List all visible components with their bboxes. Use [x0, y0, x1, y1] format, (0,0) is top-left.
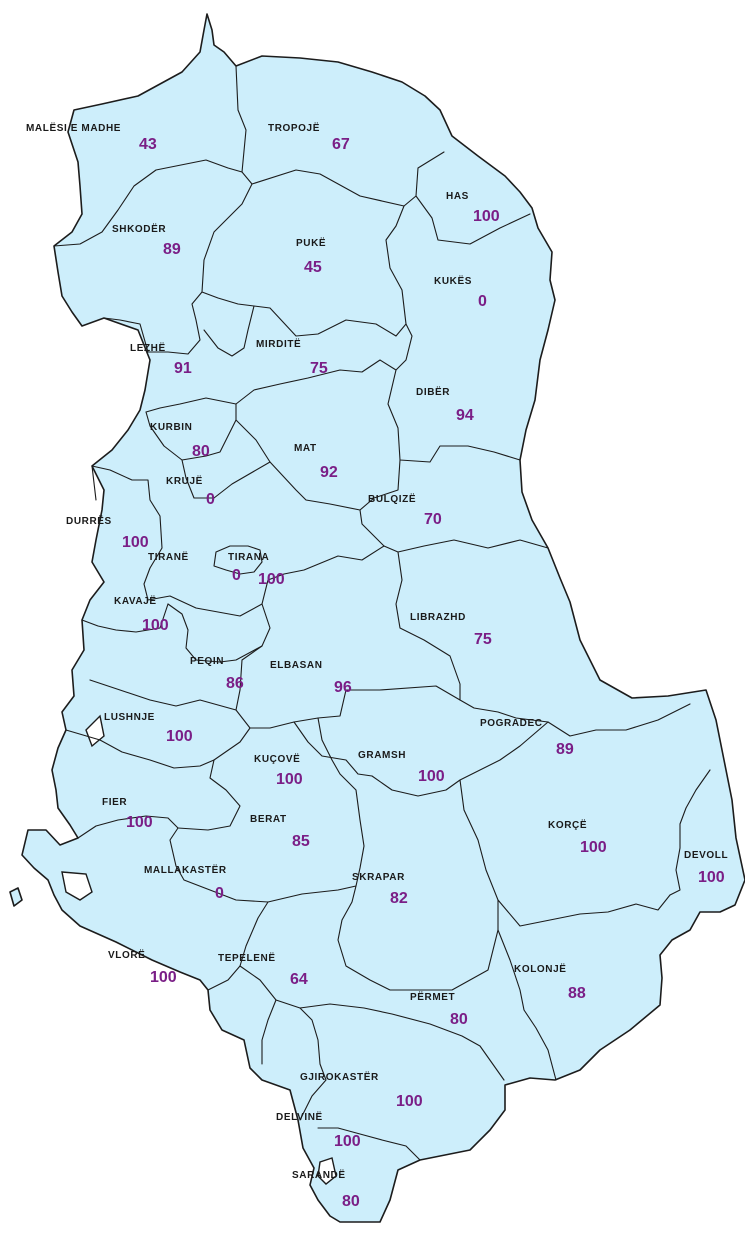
district-value-gjirokaster: 100: [396, 1093, 423, 1110]
district-value-tirane: 100: [258, 571, 285, 588]
district-value-permet: 80: [450, 1011, 468, 1028]
district-name-kruje: KRUJË: [166, 474, 203, 487]
district-value-kolonje: 88: [568, 985, 586, 1002]
district-name-librazhd: LIBRAZHD: [410, 612, 466, 623]
district-name-shkoder: SHKODËR: [112, 222, 166, 235]
district-name-kurbin: KURBIN: [150, 422, 193, 433]
district-name-diber: DIBËR: [416, 385, 450, 398]
district-name-mirdite: MIRDITË: [256, 337, 301, 350]
district-name-puke: PUKË: [296, 236, 326, 249]
district-value-durres: 100: [122, 534, 149, 551]
district-value-librazhd: 75: [474, 631, 492, 648]
sazan-island: [9, 887, 23, 907]
district-value-elbasan: 96: [334, 679, 352, 696]
district-value-puke: 45: [304, 259, 322, 276]
district-name-mallakaster: MALLAKASTËR: [144, 863, 227, 876]
district-borders: [53, 65, 711, 1161]
district-name-korce: KORÇË: [548, 818, 587, 831]
district-value-vlore: 100: [150, 969, 177, 986]
district-name-kavaje: KAVAJË: [114, 594, 157, 607]
district-name-vlore: VLORË: [108, 948, 145, 961]
district-name-permet: PËRMET: [410, 990, 455, 1003]
district-name-pogradec: POGRADEC: [480, 718, 543, 729]
district-name-malesi-e-madhe: MALËSI E MADHE: [26, 121, 121, 134]
district-value-tirana-city: 0: [232, 567, 241, 584]
district-value-berat: 85: [292, 833, 310, 850]
district-value-korce: 100: [580, 839, 607, 856]
district-value-kukes: 0: [478, 293, 487, 310]
district-value-kucove: 100: [276, 771, 303, 788]
district-name-mat: MAT: [294, 443, 317, 454]
district-value-mirdite: 75: [310, 360, 328, 377]
district-value-devoll: 100: [698, 869, 725, 886]
narta-lagoon: [61, 871, 93, 901]
district-name-fier: FIER: [102, 797, 127, 808]
district-name-gjirokaster: GJIROKASTËR: [300, 1070, 379, 1083]
district-value-delvine: 100: [334, 1133, 361, 1150]
district-name-tepelene: TEPELENË: [218, 951, 276, 964]
district-value-kruje: 0: [206, 491, 215, 508]
district-value-pogradec: 89: [556, 741, 574, 758]
district-name-kucove: KUÇOVË: [254, 752, 300, 765]
district-value-gramsh: 100: [418, 768, 445, 785]
district-name-gramsh: GRAMSH: [358, 750, 406, 761]
district-name-sarande: SARANDË: [292, 1168, 346, 1181]
district-name-lezhe: LEZHË: [130, 341, 166, 354]
district-value-tepelene: 64: [290, 971, 308, 988]
district-name-skrapar: SKRAPAR: [352, 872, 405, 883]
butrint-lagoon: [317, 1157, 337, 1185]
district-value-has: 100: [473, 208, 500, 225]
district-value-mallakaster: 0: [215, 885, 224, 902]
district-name-kukes: KUKËS: [434, 274, 472, 287]
district-name-elbasan: ELBASAN: [270, 660, 323, 671]
district-labels: MALËSI E MADHE 43 TROPOJË 67 HAS 100 SHK…: [26, 121, 728, 1210]
district-name-durres: DURRËS: [66, 514, 112, 527]
district-value-skrapar: 82: [390, 890, 408, 907]
district-name-delvine: DELVINË: [276, 1110, 323, 1123]
district-value-fier: 100: [126, 814, 153, 831]
district-value-bulqize: 70: [424, 511, 442, 528]
district-value-lushnje: 100: [166, 728, 193, 745]
district-value-kurbin: 80: [192, 443, 210, 460]
district-name-kolonje: KOLONJË: [514, 962, 567, 975]
district-name-devoll: DEVOLL: [684, 850, 728, 861]
district-name-has: HAS: [446, 191, 469, 202]
district-value-sarande: 80: [342, 1193, 360, 1210]
district-value-shkoder: 89: [163, 241, 181, 258]
district-value-peqin: 86: [226, 675, 244, 692]
tirana-city-boundary: [213, 545, 263, 575]
district-name-tirane: TIRANË: [148, 550, 189, 563]
district-value-diber: 94: [456, 407, 474, 424]
district-name-bulqize: BULQIZË: [368, 492, 416, 505]
district-name-berat: BERAT: [250, 814, 287, 825]
district-value-mat: 92: [320, 464, 338, 481]
district-value-lezhe: 91: [174, 360, 192, 377]
district-value-malesi-e-madhe: 43: [139, 136, 157, 153]
district-value-kavaje: 100: [142, 617, 169, 634]
district-value-tropoje: 67: [332, 136, 350, 153]
district-name-tirana-city: TIRANA: [228, 552, 269, 563]
district-name-peqin: PEQIN: [190, 656, 224, 667]
district-name-tropoje: TROPOJË: [268, 121, 320, 134]
karavasta-lagoon: [85, 714, 105, 748]
district-name-lushnje: LUSHNJE: [104, 712, 155, 723]
country-outline: [21, 13, 745, 1223]
